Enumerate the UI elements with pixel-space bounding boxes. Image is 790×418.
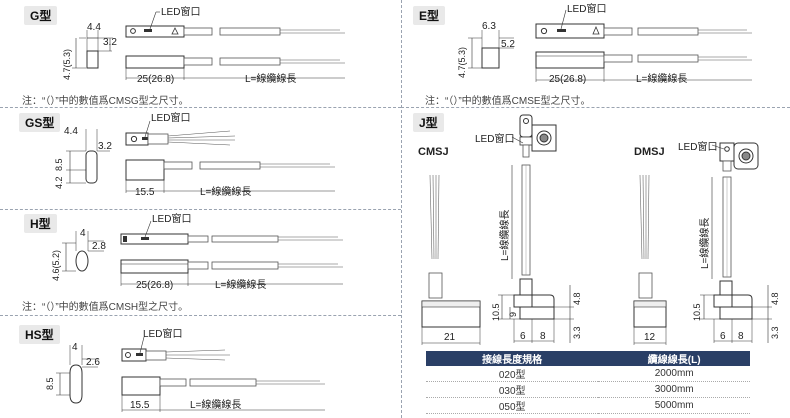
dim-h-w: 4 [80,228,86,239]
divider-gs-h [0,209,401,210]
dim-dmsj-h1: 10.5 [692,303,702,321]
dim-hs-cable: L=線纜線長 [190,398,241,411]
divider-e-j [401,107,790,108]
panel-title-hs: HS型 [19,325,60,344]
dim-cmsj-d2: 8 [540,331,546,342]
led-label-e: LED窗口 [567,2,606,15]
led-label-h: LED窗口 [152,212,191,225]
table-row: 050型 5000mm [426,397,750,414]
cable-label-dmsj: L=線纜線長 [698,218,711,269]
cable-label-cmsj: L=線纜線長 [498,210,511,261]
diagram-j: CMSJ 21 LED窗口 L=線纜線長 10.5 9 6 8 4.8 3.3 … [418,114,780,345]
diagram-g: 4.4 3.2 4.7(5.3) 25(26.8) L=線纜線長 LED窗口 [62,5,345,85]
dim-gs-len: 15.5 [135,187,155,198]
led-label-cmsj: LED窗口 [475,132,514,145]
led-label-gs: LED窗口 [151,111,190,124]
dim-h-h: 4.6(5.2) [51,250,61,281]
note-g: 注：“（）”中的數值爲CMSG型之尺寸。 [22,96,189,107]
dim-hs-w: 4 [72,342,78,353]
dim-hs-len: 15.5 [130,400,150,411]
dim-g-cable: L=線纜線長 [245,72,296,85]
panel-title-gs: GS型 [19,113,61,132]
dim-cmsj-r2: 3.3 [572,326,582,339]
table-cell-spec: 030型 [426,381,599,398]
diagram-h: 4 2.8 4.6(5.2) 25(26.8) L=線纜線長 LED窗口 [51,212,343,291]
dim-dmsj-r2: 3.3 [770,326,780,339]
vertical-divider [401,0,402,418]
led-label-hs: LED窗口 [143,327,182,340]
panel-title-e: E型 [413,6,446,25]
dim-h-len: 25(26.8) [136,280,173,291]
dim-dmsj-r1: 4.8 [770,292,780,305]
dim-gs-cable: L=線纜線長 [200,185,251,198]
dim-e-d: 5.2 [501,39,515,50]
diagram-hs: 4 2.6 8.5 15.5 L=線纜線長 LED窗口 [45,327,325,412]
dim-h-d: 2.8 [92,241,106,252]
panel-title-g: G型 [24,6,58,25]
panel-title-h: H型 [24,214,57,233]
dim-cmsj-h2: 9 [508,312,518,317]
panel-title-j: J型 [413,113,444,132]
table-header-row: 接線長度規格 纜線線長(L) [426,351,750,366]
note-e: 注：“（）”中的數值爲CMSE型之尺寸。 [425,96,591,107]
led-label-g: LED窗口 [161,5,200,18]
diagram-gs: 4.4 3.2 8.5 4.2 15.5 L=線纜線長 LED窗口 [54,111,335,198]
dim-hs-h: 8.5 [45,377,55,390]
dim-e-len: 25(26.8) [549,74,586,85]
label-cmsj: CMSJ [418,146,449,158]
dim-cmsj-d1: 6 [520,331,526,342]
dim-g-len: 25(26.8) [137,74,174,85]
table-row: 030型 3000mm [426,381,750,398]
dim-e-w: 6.3 [482,21,496,32]
table-cell-length: 2000mm [598,366,750,382]
table-cell-spec: 050型 [426,397,599,414]
table-header-spec: 接線長度規格 [426,351,599,366]
dim-cmsj-r1: 4.8 [572,292,582,305]
table-row: 020型 2000mm [426,366,750,382]
led-label-dmsj: LED窗口 [678,140,717,153]
dim-g-h: 4.7(5.3) [62,49,72,80]
label-dmsj: DMSJ [634,146,665,158]
dim-hs-d: 2.6 [86,357,100,368]
dim-dmsj-d1: 6 [720,331,726,342]
dim-dmsj-w: 12 [644,332,656,343]
dim-e-cable: L=線纜線長 [636,72,687,85]
dim-cmsj-w: 21 [444,332,456,343]
dim-gs-w: 4.4 [64,126,78,137]
diagram-e: 6.3 5.2 4.7(5.3) 25(26.8) L=線纜線長 LED窗口 [457,2,752,85]
divider-g-gs [0,107,401,108]
cable-length-table: 接線長度規格 纜線線長(L) 020型 2000mm 030型 3000mm 0… [426,351,750,414]
dim-gs-d: 3.2 [98,141,112,152]
dim-g-w: 4.4 [87,22,101,33]
dim-gs-h2: 4.2 [54,176,64,189]
table-cell-spec: 020型 [426,366,599,382]
dim-gs-h1: 8.5 [54,158,64,171]
dim-dmsj-d2: 8 [738,331,744,342]
table-cell-length: 5000mm [598,397,750,414]
dim-g-d: 3.2 [103,37,117,48]
divider-h-hs [0,315,401,316]
dim-e-h: 4.7(5.3) [457,47,467,78]
dim-h-cable: L=線纜線長 [215,278,266,291]
table-header-length: 纜線線長(L) [598,351,750,366]
dim-cmsj-h1: 10.5 [491,303,501,321]
table-cell-length: 3000mm [598,381,750,398]
note-h: 注：“（）”中的數值爲CMSH型之尺寸。 [22,302,189,313]
